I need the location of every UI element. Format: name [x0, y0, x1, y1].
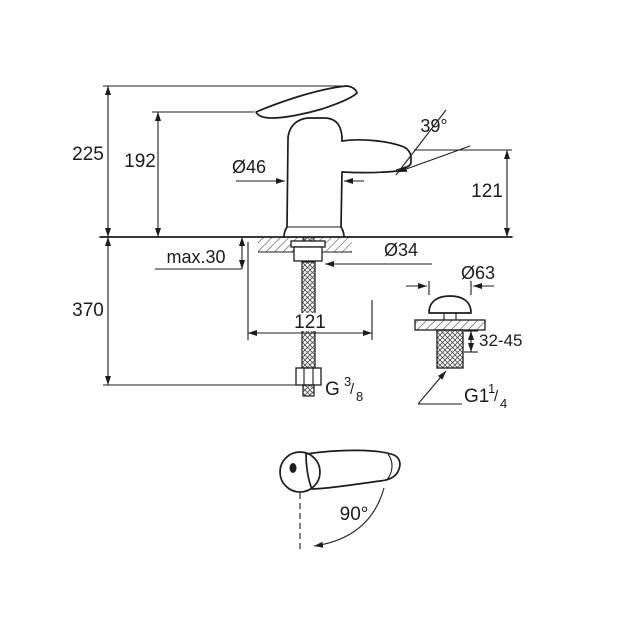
mounting-shank — [290, 236, 326, 263]
swivel-arc-arrow — [313, 487, 385, 548]
dimension-labels: 225 192 Ø46 39° 121 max.30 370 Ø34 121 Ø… — [72, 116, 522, 525]
extension-lines — [103, 85, 512, 405]
supply-thread-slash: / — [350, 381, 355, 398]
dia-waste-cap-label: Ø63 — [461, 263, 495, 283]
clamp-range-label: 32-45 — [479, 331, 522, 350]
dim-outlet-height-label: 121 — [471, 181, 503, 202]
dia-body-label: Ø46 — [232, 157, 266, 177]
waste-thread-slash: / — [494, 388, 499, 405]
supply-thread-prefix: G — [325, 379, 340, 400]
dimension-lines — [105, 86, 510, 405]
supply-thread-label: G 3 / 8 — [325, 374, 363, 404]
spout-angle-label: 39° — [420, 116, 447, 136]
supply-thread-denominator: 8 — [356, 389, 363, 404]
waste-thread-prefix: G1 — [464, 386, 489, 407]
handle-top-view — [279, 449, 401, 552]
waste-thread-denominator: 4 — [500, 396, 507, 411]
dia-hole-label: Ø34 — [384, 240, 418, 260]
dim-total-height-label: 225 — [72, 144, 104, 165]
swivel-angle-label: 90° — [340, 504, 369, 525]
supply-thread-numerator: 3 — [344, 374, 351, 389]
max-thickness-label: max.30 — [166, 247, 225, 267]
dim-spout-reach-label: 121 — [294, 312, 326, 333]
pop-up-waste — [414, 295, 486, 369]
waste-thread-label: G1 1 / 4 — [464, 381, 507, 411]
faucet-side-view — [255, 85, 412, 238]
dim-handle-height-label: 192 — [124, 151, 156, 172]
dim-below-deck-label: 370 — [72, 300, 104, 321]
waste-thread-numerator: 1 — [488, 381, 495, 396]
